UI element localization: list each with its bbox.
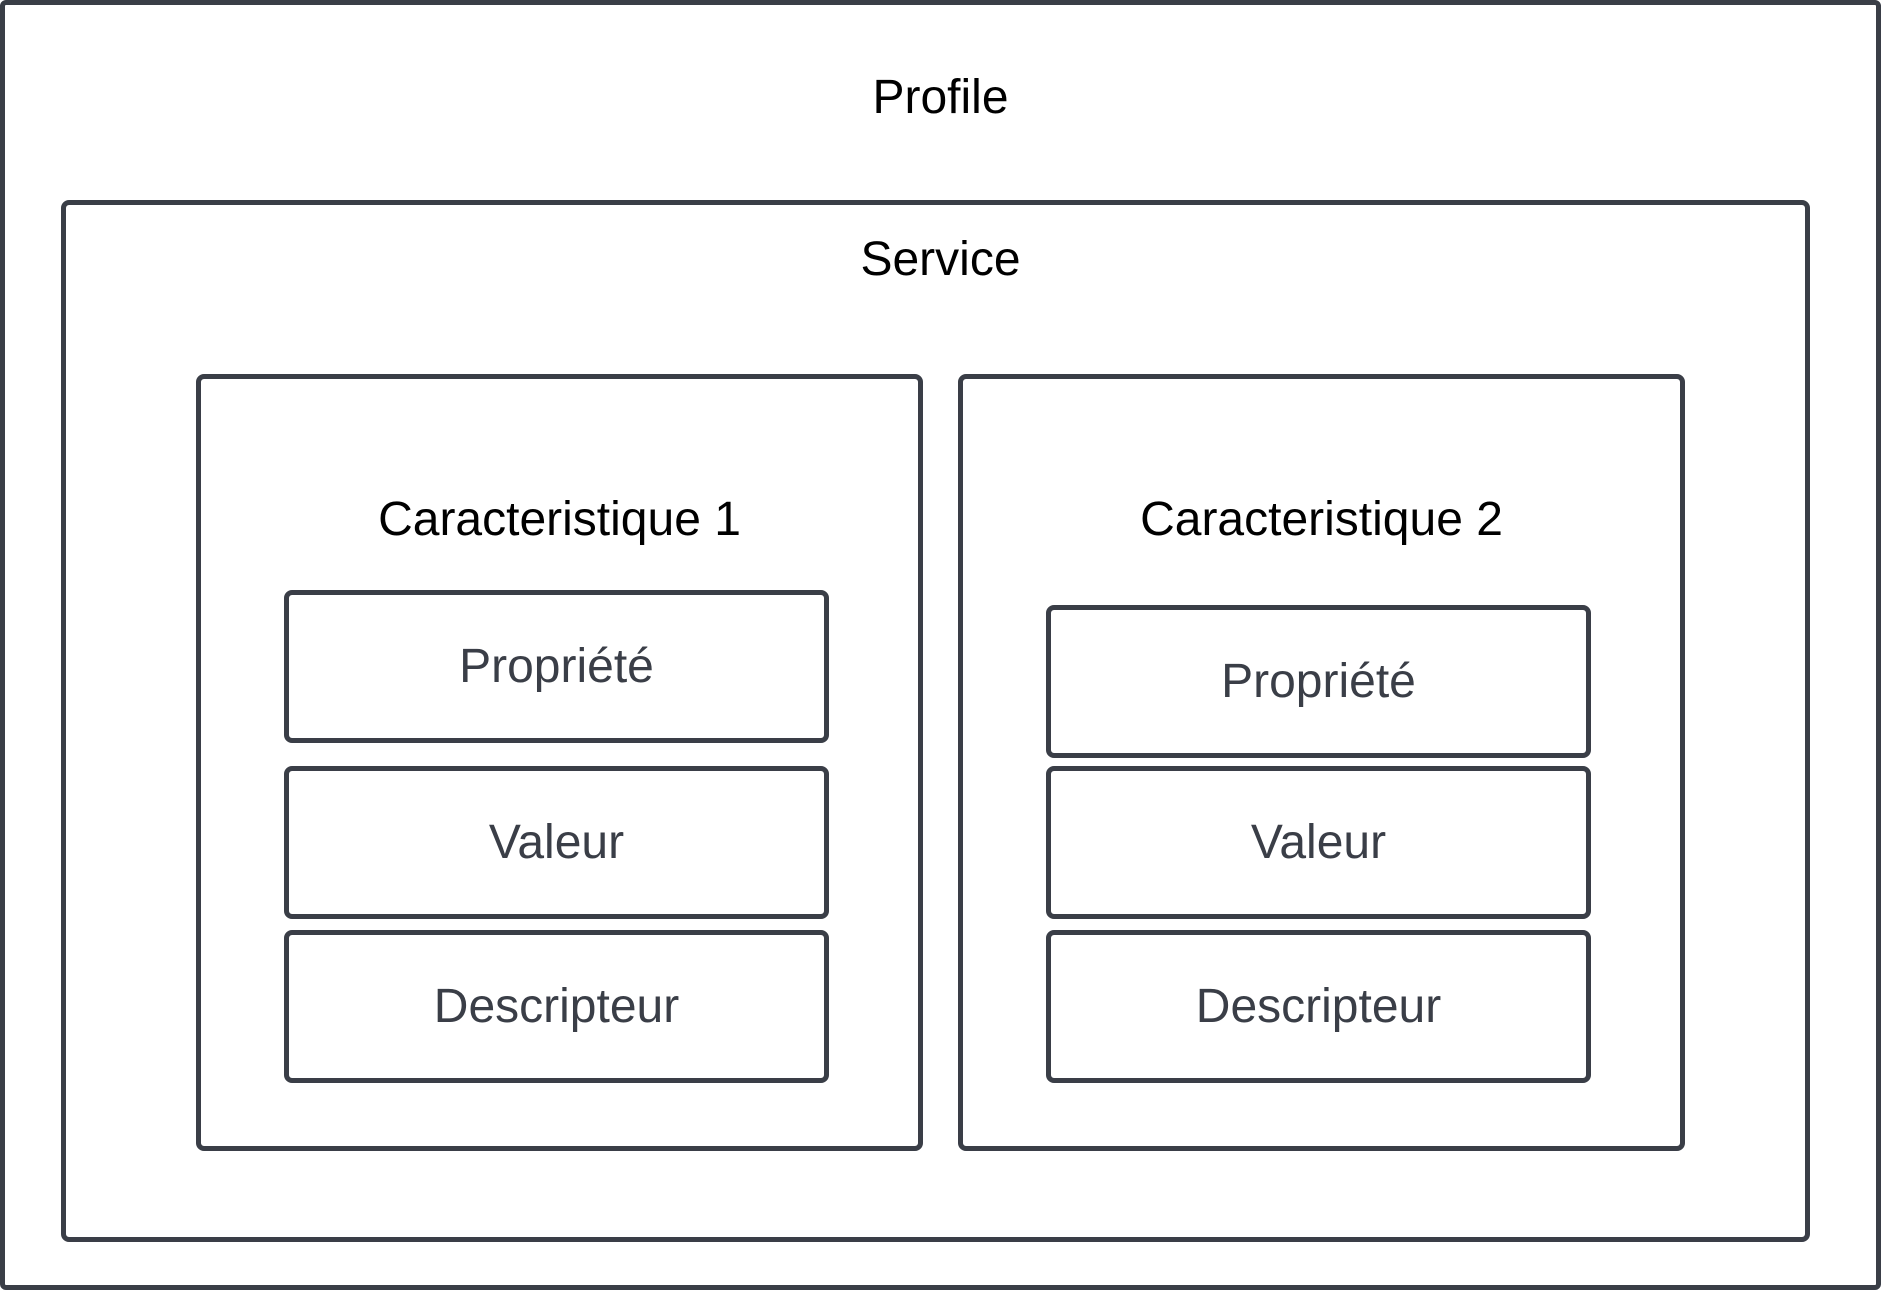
characteristic-2-property-box: Propriété bbox=[1046, 605, 1591, 758]
characteristic-1-property-box: Propriété bbox=[284, 590, 829, 743]
property-label: Propriété bbox=[459, 640, 654, 693]
descriptor-label: Descripteur bbox=[433, 980, 680, 1033]
characteristic-2-value-box: Valeur bbox=[1046, 766, 1591, 919]
profile-title: Profile bbox=[872, 71, 1009, 124]
descriptor-label: Descripteur bbox=[1195, 980, 1442, 1033]
characteristic-2-title: Caracteristique 2 bbox=[1140, 493, 1503, 546]
property-label: Propriété bbox=[1221, 655, 1416, 708]
characteristic-2-descriptor-box: Descripteur bbox=[1046, 930, 1591, 1083]
characteristic-1-title: Caracteristique 1 bbox=[378, 493, 741, 546]
characteristic-1-value-box: Valeur bbox=[284, 766, 829, 919]
value-label: Valeur bbox=[1250, 816, 1387, 869]
characteristic-2-box: Caracteristique 2 Propriété Valeur Descr… bbox=[958, 374, 1685, 1151]
characteristic-1-descriptor-box: Descripteur bbox=[284, 930, 829, 1083]
characteristic-1-box: Caracteristique 1 Propriété Valeur Descr… bbox=[196, 374, 923, 1151]
value-label: Valeur bbox=[488, 816, 625, 869]
service-title: Service bbox=[860, 233, 1021, 286]
